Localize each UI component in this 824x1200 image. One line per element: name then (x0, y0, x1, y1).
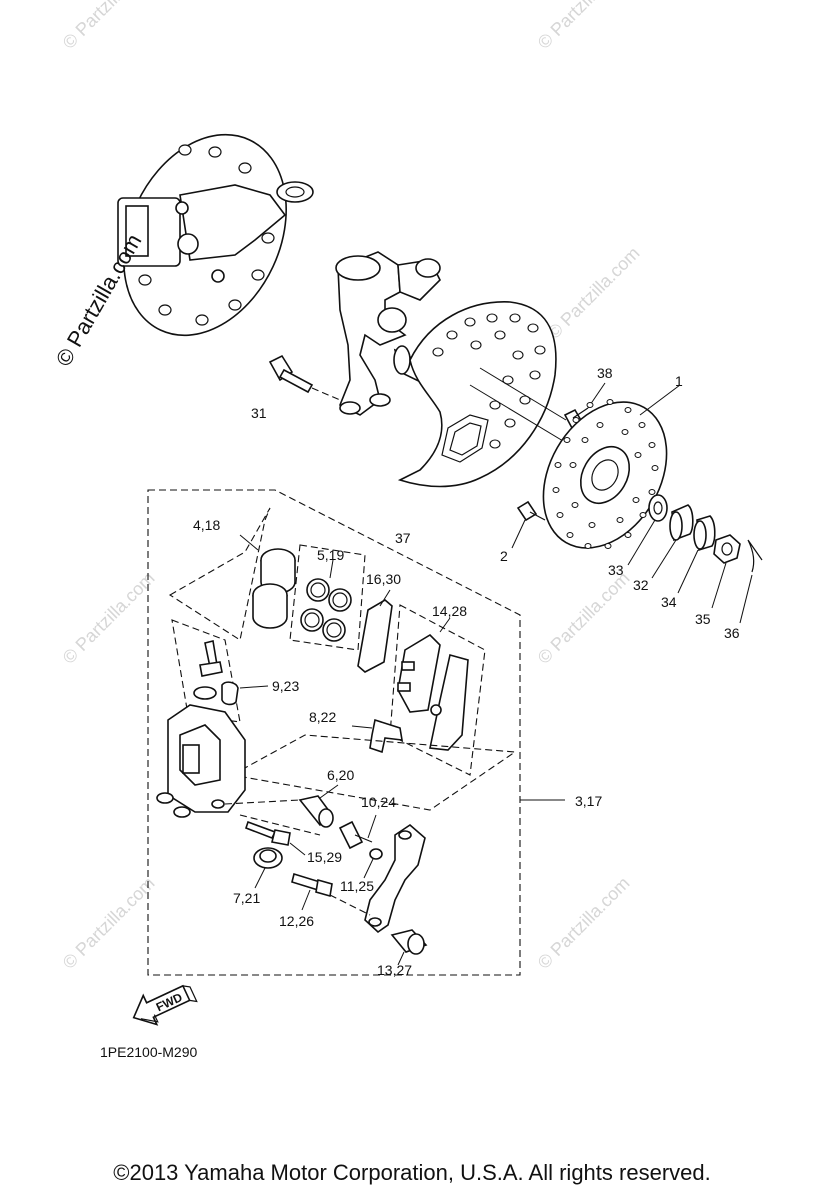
brake-pads (389, 604, 486, 776)
callout-10-24: 10,24 (361, 794, 396, 810)
bolt-2 (511, 500, 546, 549)
callout-3-17: 3,17 (575, 793, 602, 809)
callout-32: 32 (633, 577, 649, 593)
watermark-text: © Partzilla.com (534, 873, 634, 973)
caliper-bracket (329, 823, 426, 934)
callout-36: 36 (724, 625, 740, 641)
pad-spring (351, 718, 403, 754)
callout-5-19: 5,19 (317, 547, 344, 563)
pad-shim (357, 589, 393, 673)
washer-11 (363, 848, 383, 879)
bleed-screw-group (171, 619, 269, 723)
callout-37: 37 (395, 530, 411, 546)
watermark-text: © Partzilla.com (534, 568, 634, 668)
assembled-hub-view: © Partzilla.com (51, 133, 314, 371)
hub-small-parts (627, 494, 763, 624)
caliper-boot (253, 847, 283, 889)
watermark-text: © Partzilla.com (59, 568, 159, 668)
exploded-parts-diagram: © Partzilla.com © Partzilla.com © Partzi… (51, 0, 763, 1060)
slide-pin-12 (291, 872, 333, 911)
callout-34: 34 (661, 594, 677, 610)
callout-13-27: 13,27 (377, 962, 412, 978)
diagram-code: 1PE2100-M290 (100, 1044, 198, 1060)
brake-disc-shield (397, 301, 557, 488)
callout-6-20: 6,20 (327, 767, 354, 783)
bolt-10 (338, 814, 377, 850)
callout-7-21: 7,21 (233, 890, 260, 906)
callout-8-22: 8,22 (309, 709, 336, 725)
callout-1: 1 (675, 373, 683, 389)
callout-12-26: 12,26 (279, 913, 314, 929)
callout-16-30: 16,30 (366, 571, 401, 587)
bushing-13 (390, 929, 428, 966)
callout-2: 2 (500, 548, 508, 564)
brake-disc (542, 384, 681, 549)
watermark-text: © Partzilla.com (59, 0, 159, 53)
slide-pin-6 (298, 784, 339, 828)
callout-33: 33 (608, 562, 624, 578)
callout-31: 31 (251, 405, 267, 421)
piston-group (168, 507, 296, 641)
callout-35: 35 (695, 611, 711, 627)
watermark-text: © Partzilla.com (544, 243, 644, 343)
callout-9-23: 9,23 (272, 678, 299, 694)
callout-38: 38 (597, 365, 613, 381)
caliper-body (156, 704, 321, 836)
bolt-15 (244, 820, 306, 856)
callout-15-29: 15,29 (307, 849, 342, 865)
pad-outline-box (230, 734, 517, 811)
watermark-text: © Partzilla.com (534, 0, 634, 53)
callout-labels: 1 2 3,17 4,18 5,19 6,20 7,21 8,22 9,23 1… (193, 365, 740, 978)
seal-group (289, 544, 366, 651)
caliper-assembly-group-box (147, 489, 521, 976)
watermark-text: © Partzilla.com (59, 873, 159, 973)
callout-4-18: 4,18 (193, 517, 220, 533)
callout-11-25: 11,25 (340, 878, 374, 894)
forward-direction-arrow: FWD (132, 984, 198, 1026)
bolt-31 (268, 354, 341, 401)
callout-14-28: 14,28 (432, 603, 467, 619)
copyright-notice: ©2013 Yamaha Motor Corporation, U.S.A. A… (113, 1160, 711, 1185)
